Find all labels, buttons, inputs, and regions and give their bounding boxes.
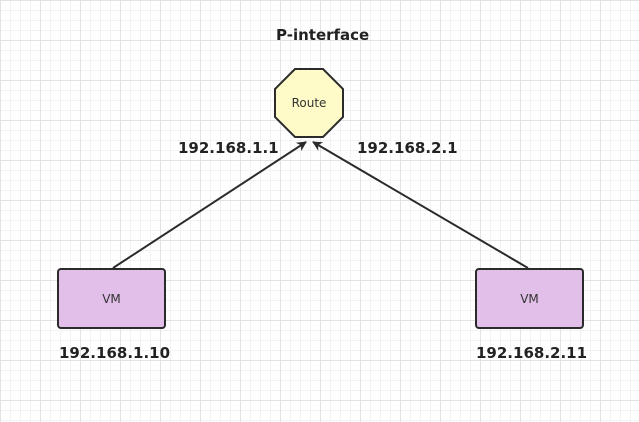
link-label-right: 192.168.2.1 xyxy=(357,139,458,157)
router-node[interactable]: Route xyxy=(274,68,344,138)
edge-vm2-to-route[interactable] xyxy=(312,141,529,269)
router-label: Route xyxy=(292,96,327,110)
vm-box-left[interactable] xyxy=(57,268,166,329)
vm-box-right[interactable] xyxy=(475,268,584,329)
edge-vm1-to-route[interactable] xyxy=(112,141,307,269)
router-octagon[interactable] xyxy=(274,68,344,138)
vm-node-left[interactable]: VM xyxy=(57,268,166,329)
vm-ip-left: 192.168.1.10 xyxy=(59,344,171,362)
vm-label-right: VM xyxy=(520,292,539,306)
link-label-left: 192.168.1.1 xyxy=(178,139,279,157)
vm-label-left: VM xyxy=(102,292,121,306)
vm-ip-right: 192.168.2.11 xyxy=(476,344,588,362)
diagram-title: P-interface xyxy=(276,26,370,44)
vm-node-right[interactable]: VM xyxy=(475,268,584,329)
